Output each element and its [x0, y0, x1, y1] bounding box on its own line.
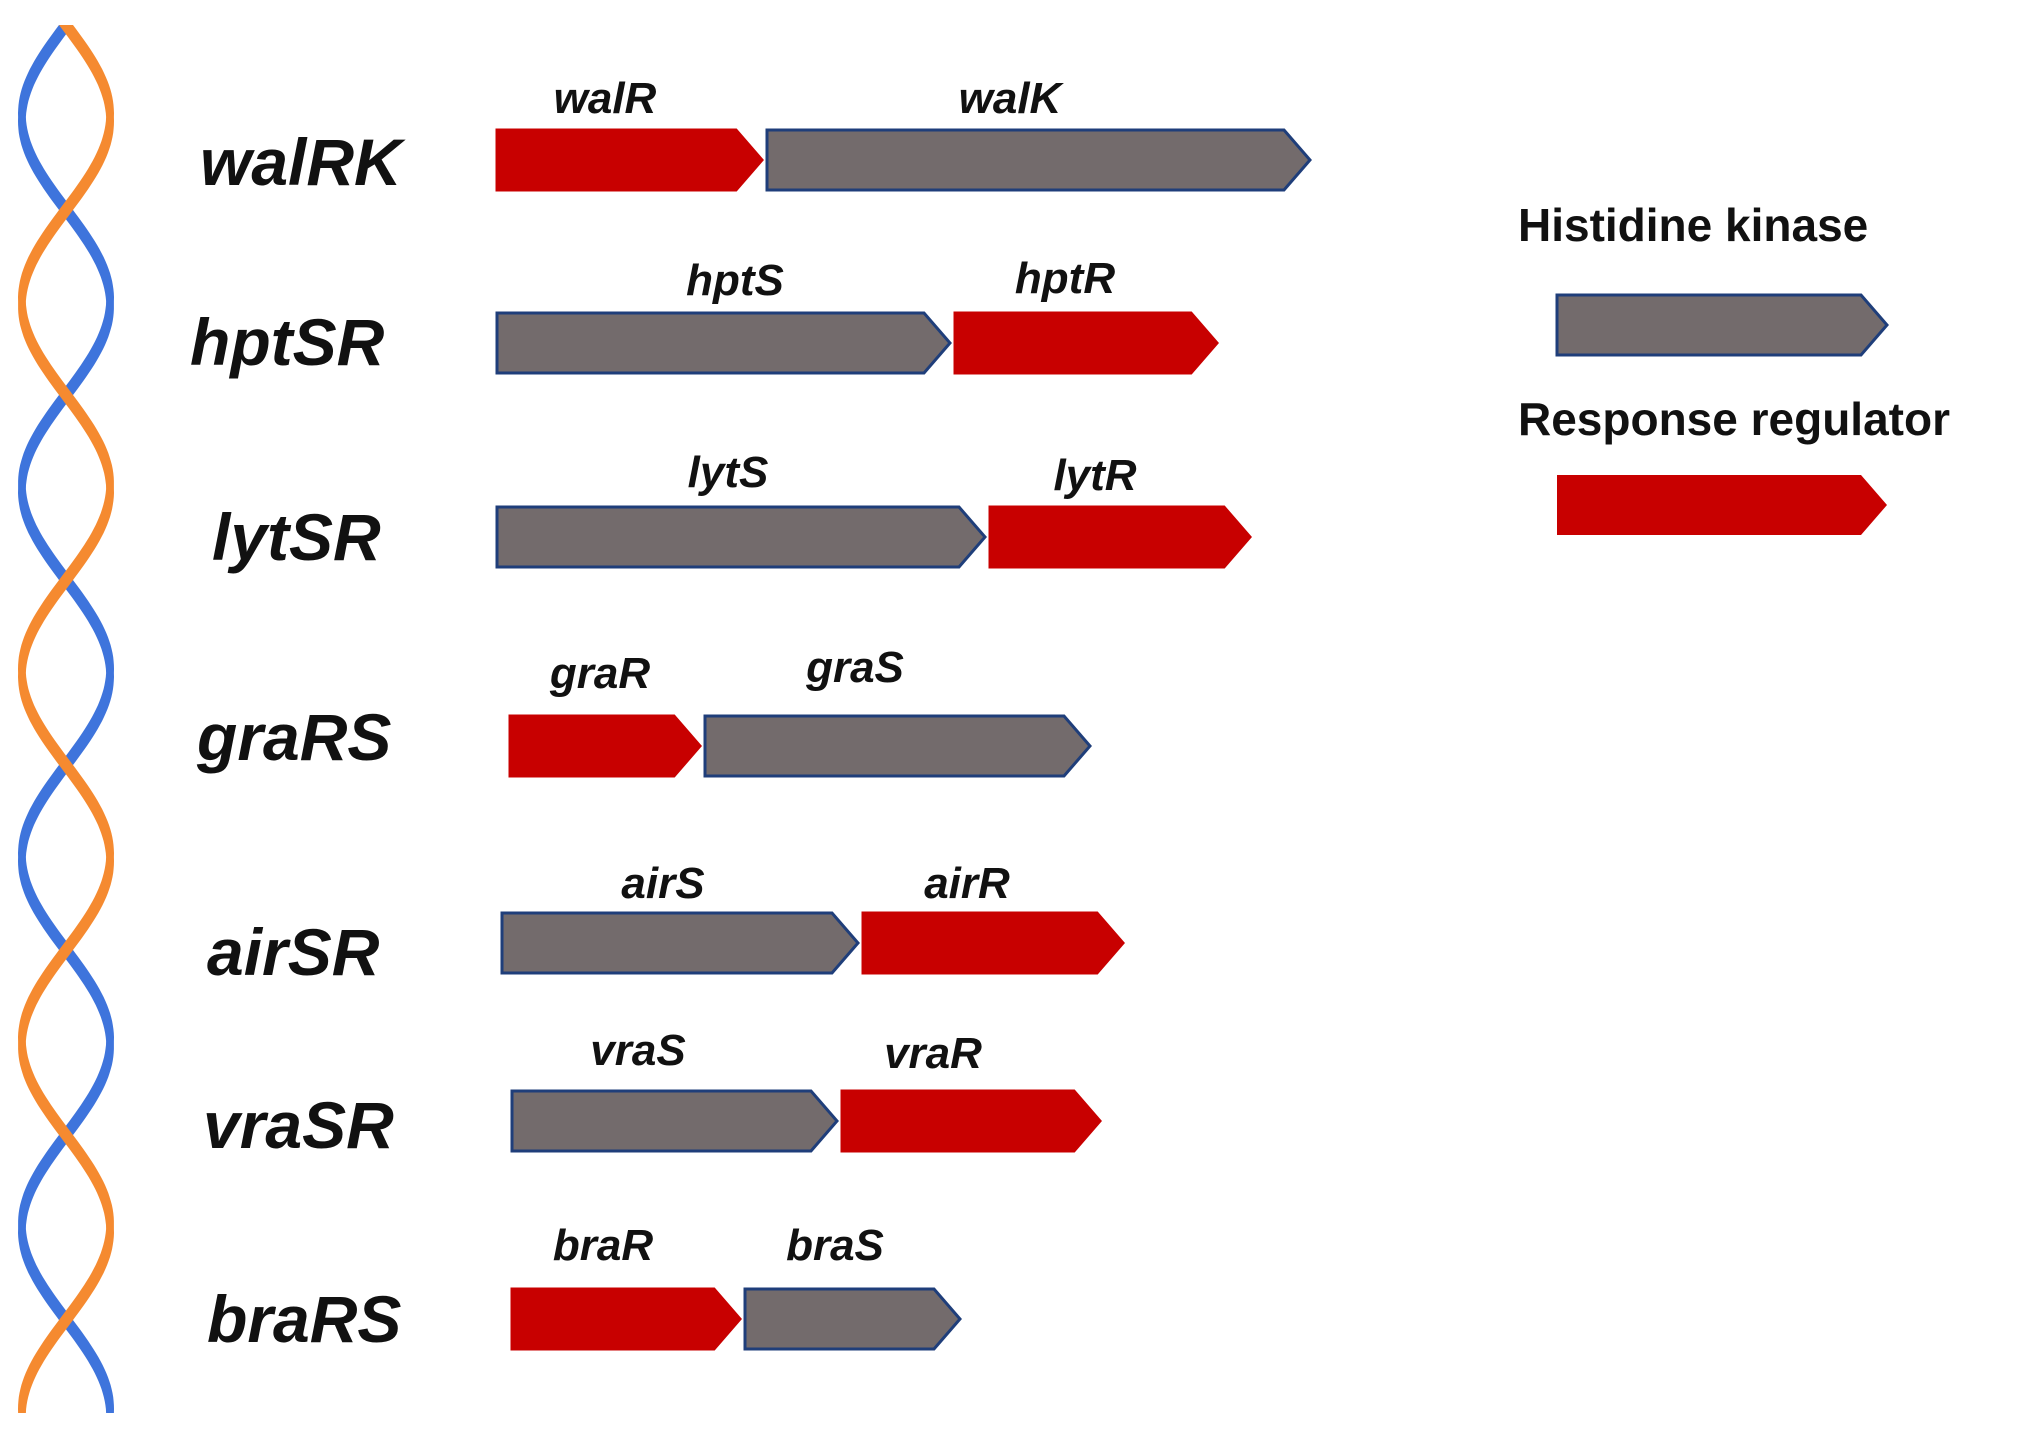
gene-label: airR [924, 859, 1010, 908]
gene-label: hptR [1015, 254, 1115, 303]
gene-label: vraS [590, 1026, 685, 1075]
gene-arrow-braR [510, 1287, 742, 1351]
gene-label: lytR [1053, 451, 1136, 500]
operon-row-graRS: graRS graR graS [196, 643, 1092, 778]
operon-row-braRS: braRS braR braS [207, 1221, 962, 1356]
operon-rows: walRK walR walK hptSR hptS hptR lytSR lytS lytR g… [190, 74, 1312, 1356]
gene-label: airS [621, 859, 704, 908]
operon-row-airSR: airSR airS airR [207, 859, 1125, 989]
gene-label: hptS [686, 256, 784, 305]
operon-label: vraSR [203, 1088, 394, 1162]
dna-helix-icon [18, 25, 114, 1413]
operon-label: graRS [196, 700, 391, 774]
operon-row-hptSR: hptSR hptS hptR [190, 254, 1219, 379]
gene-label: lytS [688, 448, 769, 497]
operon-label: hptSR [190, 305, 385, 379]
gene-label: walK [959, 74, 1065, 123]
gene-label: vraR [884, 1029, 982, 1078]
gene-arrow-vraS [510, 1089, 839, 1153]
gene-arrow-hptS [495, 311, 952, 375]
legend-regulator-label: Response regulator [1518, 393, 1950, 445]
operon-label: airSR [207, 915, 380, 989]
operon-label: walRK [200, 125, 406, 199]
gene-arrow-graR [508, 714, 702, 778]
gene-arrow-airR [861, 911, 1125, 975]
gene-arrow-hptR [953, 311, 1219, 375]
gene-arrow-graS [703, 714, 1092, 778]
operon-label: lytSR [212, 500, 381, 574]
gene-label: graR [549, 649, 650, 698]
operon-row-lytSR: lytSR lytS lytR [212, 448, 1252, 574]
legend-kinase-arrow [1555, 293, 1889, 357]
gene-arrow-walK [765, 128, 1312, 192]
gene-arrow-braS [743, 1287, 962, 1351]
gene-arrow-lytR [988, 505, 1252, 569]
operon-row-walRK: walRK walR walK [200, 74, 1312, 199]
gene-arrow-vraR [840, 1089, 1102, 1153]
gene-label: braR [553, 1221, 653, 1270]
gene-arrow-walR [495, 128, 764, 192]
helix-strand-orange [18, 25, 114, 1413]
gene-label: graS [805, 643, 904, 692]
gene-label: braS [786, 1221, 884, 1270]
operon-label: braRS [207, 1282, 401, 1356]
gene-arrow-lytS [495, 505, 987, 569]
operon-row-vraSR: vraSR vraS vraR [203, 1026, 1102, 1162]
legend-regulator-arrow [1557, 475, 1887, 535]
legend: Histidine kinase Response regulator [1518, 199, 1950, 535]
gene-label: walR [554, 74, 657, 123]
legend-kinase-label: Histidine kinase [1518, 199, 1868, 251]
gene-arrow-airS [500, 911, 860, 975]
